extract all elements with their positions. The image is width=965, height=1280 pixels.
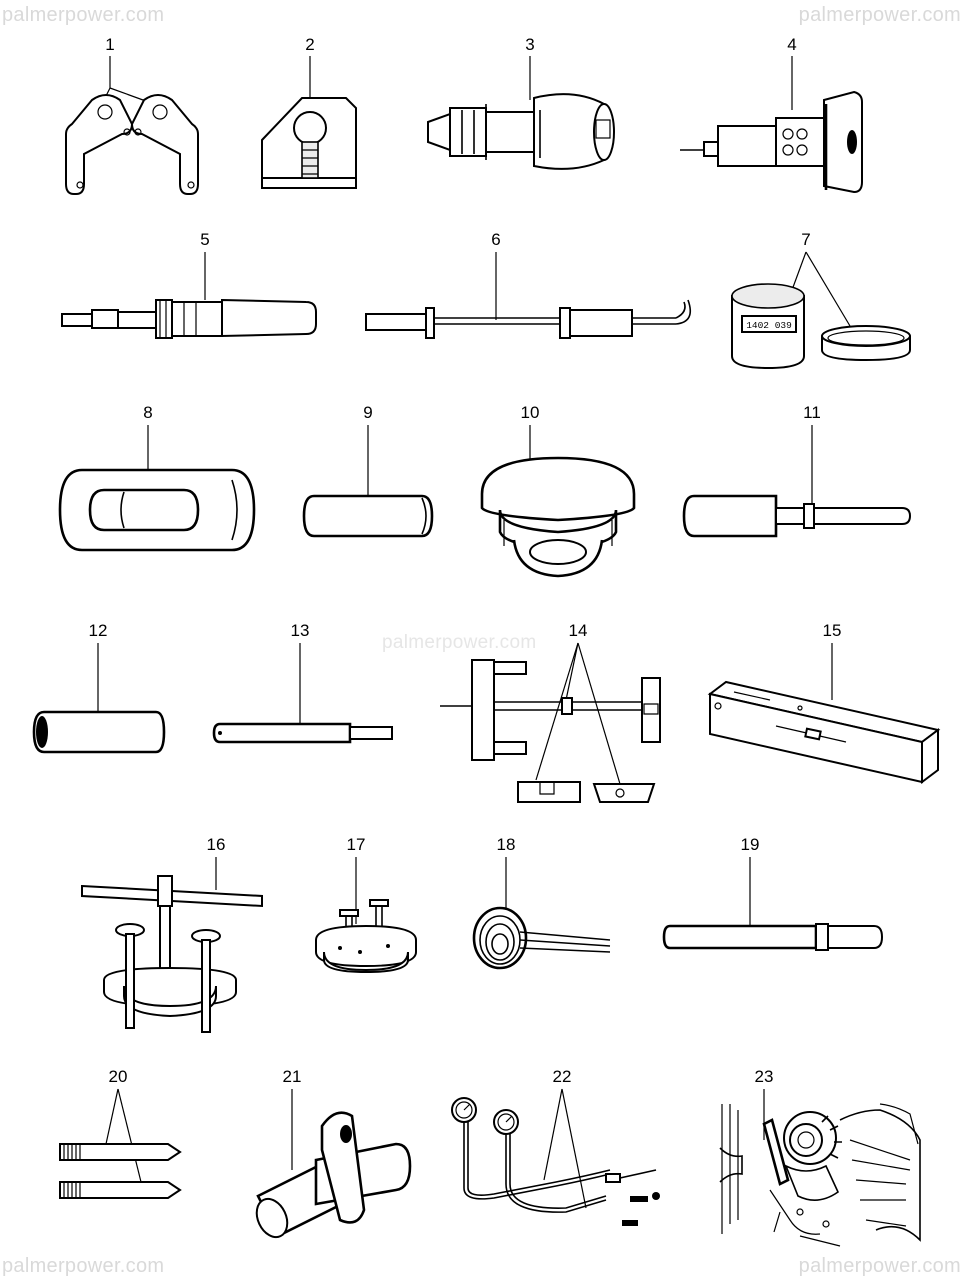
label-5: 5 <box>200 230 209 249</box>
tool-17-plate-icon: 17 <box>315 835 417 974</box>
label-6: 6 <box>491 230 500 249</box>
label-14: 14 <box>569 621 588 640</box>
label-12: 12 <box>89 621 108 640</box>
label-9: 9 <box>363 403 372 422</box>
tool-9-bush-icon: 9 <box>302 403 434 538</box>
tool-7-marking: 1402 039 <box>746 320 792 331</box>
watermark-top-left: palmerpower.com <box>2 4 165 26</box>
tool-5-torque-driver-icon: 5 <box>61 230 317 339</box>
tool-13-pin-icon: 13 <box>212 621 393 744</box>
label-18: 18 <box>497 835 516 854</box>
label-10: 10 <box>521 403 540 422</box>
label-11: 11 <box>803 403 821 422</box>
watermark-bottom-right: palmerpower.com <box>798 1255 961 1277</box>
tool-14-puller-icon: 14 <box>440 621 661 803</box>
label-4: 4 <box>787 35 796 54</box>
tool-11-mandrel-icon: 11 <box>682 403 912 538</box>
label-21: 21 <box>283 1067 302 1086</box>
label-17: 17 <box>347 835 366 854</box>
label-15: 15 <box>823 621 842 640</box>
tool-21-adapter-icon: 21 <box>255 1067 412 1239</box>
tool-2-holder-icon: 2 <box>261 35 357 189</box>
tool-18-spring-clamp-icon: 18 <box>472 835 611 970</box>
tool-23-installed-tool-icon: 23 <box>719 1067 921 1247</box>
tool-12-sleeve-icon: 12 <box>32 621 166 754</box>
watermark-bottom-left: palmerpower.com <box>2 1255 165 1277</box>
tool-7-cup-icon: 7 1402 039 <box>731 230 911 370</box>
watermark-middle: palmerpower.com <box>382 632 537 653</box>
label-3: 3 <box>525 35 534 54</box>
label-23: 23 <box>755 1067 774 1086</box>
tool-4-gauge-icon: 4 <box>680 35 863 194</box>
label-22: 22 <box>553 1067 572 1086</box>
tool-16-puller-icon: 16 <box>81 835 263 1033</box>
tool-10-drift-icon: 10 <box>480 403 636 578</box>
label-2: 2 <box>305 35 314 54</box>
label-7: 7 <box>801 230 810 249</box>
tool-22-pressure-gauge-icon: 22 <box>451 1067 660 1226</box>
label-19: 19 <box>741 835 760 854</box>
tool-15-bar-icon: 15 <box>707 621 941 784</box>
tool-6-slide-hammer-icon: 6 <box>365 230 692 339</box>
label-8: 8 <box>143 403 152 422</box>
tool-20-studs-icon: 20 <box>59 1067 182 1199</box>
label-1: 1 <box>105 35 114 54</box>
tool-1-bracket-icon: 1 <box>65 35 199 195</box>
tool-8-sleeve-icon: 8 <box>58 403 256 552</box>
watermark-top-right: palmerpower.com <box>798 4 961 26</box>
label-20: 20 <box>109 1067 128 1086</box>
label-13: 13 <box>291 621 310 640</box>
label-16: 16 <box>207 835 226 854</box>
tool-3-socket-icon: 3 <box>427 35 615 170</box>
tool-19-drift-icon: 19 <box>662 835 884 951</box>
